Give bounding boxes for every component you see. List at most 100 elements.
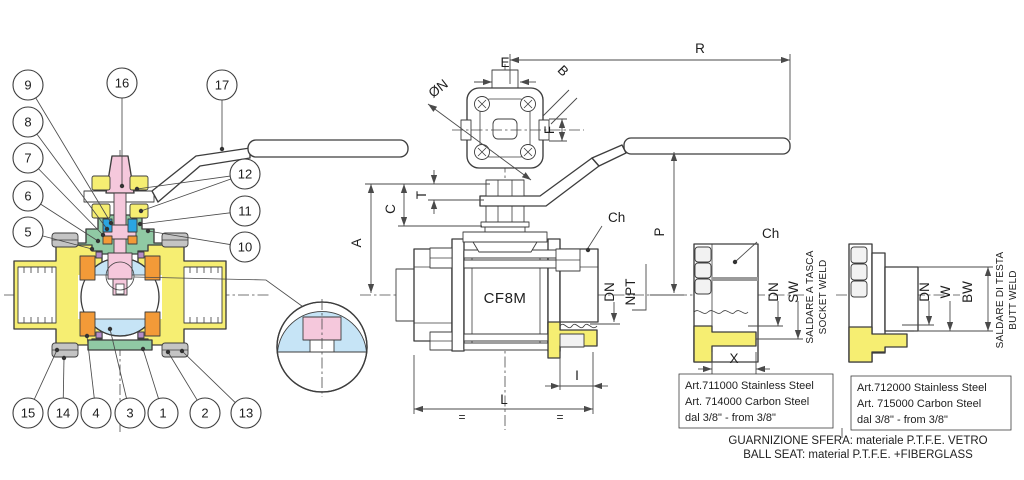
dim-bw-label: BW — [960, 281, 975, 303]
callout-number-16: 16 — [115, 76, 129, 91]
callout-number-3: 3 — [126, 406, 133, 421]
callout-number-13: 13 — [239, 406, 253, 421]
butt-weld-pipe — [884, 266, 919, 332]
callout-balloon-3: 3 — [107, 326, 146, 429]
callout-balloon-14: 14 — [47, 355, 79, 429]
callout-number-10: 10 — [238, 240, 252, 255]
dim-f-label: F — [542, 126, 557, 134]
art-threaded-line3: dal 3/8" - from 3/8" — [685, 412, 776, 424]
dim-dn-bw-label: DN — [917, 282, 932, 302]
callout-balloon-9: 9 — [12, 69, 114, 226]
art-weld-line3: dal 3/8" - from 3/8" — [857, 414, 948, 426]
dim-sw-label: SW — [786, 281, 801, 303]
dim-x-label: X — [729, 351, 738, 366]
art-box-weld — [850, 375, 1012, 431]
callout-balloon-8: 8 — [12, 106, 110, 232]
body-bolts — [51, 232, 189, 358]
dim-p-label: P — [652, 227, 667, 236]
dim-t-label: T — [414, 191, 429, 199]
detail-source-circle — [105, 261, 135, 291]
socket-weld-view: Ch DN SW SALDARE A TASCA SOCKET WELD X — [676, 226, 829, 374]
front-view: CF8M — [360, 64, 791, 430]
callout-number-2: 2 — [201, 406, 208, 421]
dim-npt-label: NPT — [623, 279, 638, 306]
callout-number-5: 5 — [24, 225, 31, 240]
handle-bend — [591, 144, 627, 167]
callout-number-6: 6 — [24, 189, 31, 204]
art-threaded-line2: Art. 714000 Carbon Steel — [685, 396, 809, 408]
dim-n-label: ØN — [426, 76, 451, 100]
footnote-line2: BALL SEAT: material P.T.F.E. +FIBERGLASS — [743, 449, 973, 461]
art-boxes: Art.711000 Stainless Steel Art. 714000 C… — [678, 373, 1012, 438]
thread-ticks — [23, 267, 219, 323]
callout-number-15: 15 — [21, 406, 35, 421]
callout-number-9: 9 — [24, 78, 31, 93]
cutaway-nut — [559, 333, 585, 348]
callout-balloon-16: 16 — [106, 67, 138, 189]
callout-balloon-15: 15 — [12, 347, 60, 429]
dim-l-label: L — [500, 392, 508, 407]
dim-ch-sw-label: Ch — [762, 226, 779, 241]
callout-balloon-4: 4 — [80, 333, 112, 429]
butt-weld-pocket — [848, 326, 908, 363]
callout-balloon-7: 7 — [12, 142, 106, 238]
detail-bubble — [276, 299, 368, 397]
stem-slot — [492, 118, 518, 140]
left-bore — [17, 266, 57, 324]
handle-lever — [151, 147, 251, 203]
socket-weld-note-en: SOCKET WELD — [818, 260, 829, 335]
callout-number-1: 1 — [159, 406, 166, 421]
socket-weld-note-it: SALDARE A TASCA — [805, 250, 816, 343]
dim-e-label: E — [500, 55, 509, 70]
callout-number-7: 7 — [24, 151, 31, 166]
dim-i-label: I — [575, 368, 579, 383]
handle-grip — [623, 137, 791, 155]
callout-balloon-5: 5 — [12, 216, 95, 252]
body-marking: CF8M — [484, 290, 527, 307]
callout-balloon-11: 11 — [137, 195, 261, 227]
dim-c-label: C — [383, 204, 398, 214]
callout-balloon-6: 6 — [12, 180, 101, 244]
body-seals — [95, 251, 145, 339]
handle-grip — [247, 139, 409, 158]
butt-weld-note-it: SALDARE DI TESTA — [995, 252, 1006, 349]
stem-packing — [102, 218, 138, 245]
left-pipe-stub — [395, 268, 415, 322]
art-weld-line1: Art.712000 Stainless Steel — [857, 382, 987, 394]
stem-neck — [491, 69, 519, 90]
socket-weld-pocket — [693, 325, 757, 363]
equal-mark-left: = — [458, 410, 465, 424]
bolt-circle-line — [427, 103, 532, 181]
callout-balloon-1: 1 — [140, 346, 179, 429]
callout-balloon-12: 12 — [134, 158, 261, 214]
art-threaded-line1: Art.711000 Stainless Steel — [685, 380, 814, 392]
callout-number-14: 14 — [56, 406, 70, 421]
equal-mark-right: = — [556, 410, 563, 424]
dimensions: R E B ØN F A C T P Ch DN — [349, 41, 791, 424]
callout-balloon-17: 17 — [206, 69, 238, 152]
top-flange-view — [427, 69, 584, 181]
dim-dn-label: DN — [602, 282, 617, 302]
art-weld-line2: Art. 715000 Carbon Steel — [857, 398, 981, 410]
callout-number-8: 8 — [24, 115, 31, 130]
dim-a-label: A — [349, 238, 364, 247]
dim-ch-label: Ch — [608, 210, 625, 225]
section-view — [4, 139, 409, 432]
callout-number-17: 17 — [215, 78, 229, 93]
dim-dn-sw-label: DN — [766, 282, 781, 302]
callout-number-4: 4 — [92, 406, 99, 421]
dim-r-label: R — [695, 41, 705, 56]
footnote: GUARNIZIONE SFERA: materiale P.T.F.E. VE… — [728, 435, 987, 461]
right-bore — [183, 266, 223, 324]
left-flange — [451, 238, 465, 352]
callout-number-12: 12 — [238, 167, 252, 182]
ball-seats — [79, 255, 161, 337]
stem — [103, 155, 137, 296]
butt-weld-view: DN W BW SALDARE DI TESTA BUTT WELD — [836, 243, 1019, 363]
callout-balloon-2: 2 — [165, 349, 221, 429]
art-box-threaded — [678, 373, 834, 429]
butt-weld-note-en: BUTT WELD — [1008, 270, 1019, 329]
dim-b-label: B — [555, 62, 572, 79]
